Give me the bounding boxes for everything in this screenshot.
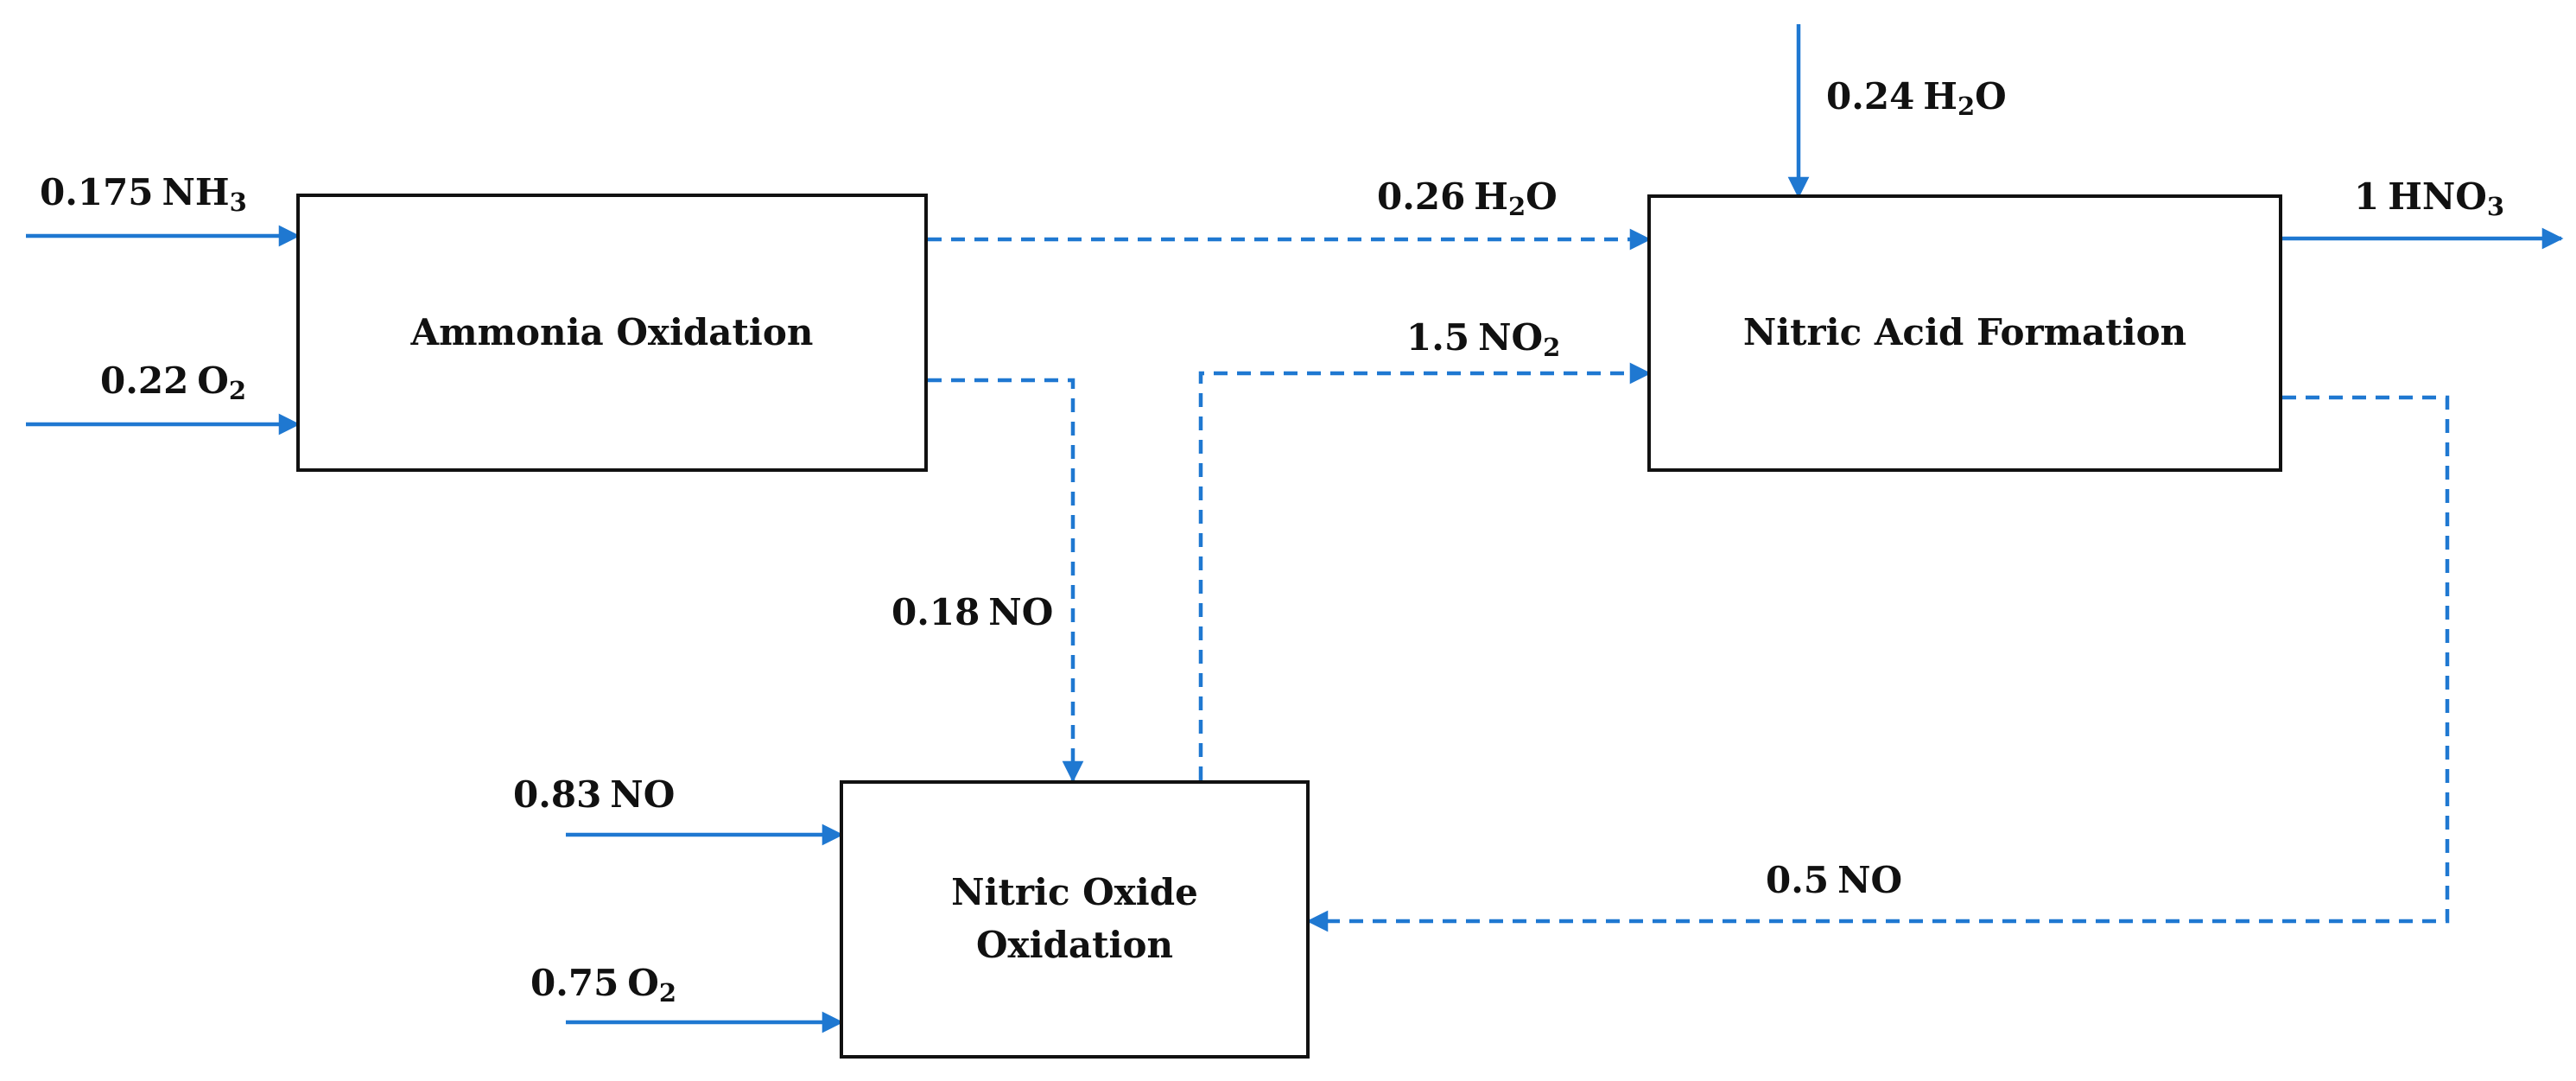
no-recycle-formula: NO xyxy=(1837,859,1903,901)
o2-feed-nitric-oxide-formula: O xyxy=(627,962,659,1004)
no2-internal-formula: NO xyxy=(1478,316,1544,359)
nitric-acid-formation-title: Nitric Acid Formation xyxy=(1742,311,2187,354)
h2o-feed-formula: H xyxy=(1923,75,1957,118)
no-internal-amount: 0.18 xyxy=(891,591,980,633)
ammonia-oxidation-title: Ammonia Oxidation xyxy=(410,310,814,353)
hno3-product-formula: HNO xyxy=(2388,175,2487,218)
nh3-feed-subscript: 3 xyxy=(229,188,247,217)
nh3-feed-amount: 0.175 xyxy=(40,171,154,213)
no-feed-formula: NO xyxy=(610,773,676,816)
no-feed-amount: 0.83 xyxy=(513,773,602,816)
nh3-feed-formula: NH xyxy=(162,171,230,213)
h2o-feed-suffix: O xyxy=(1975,75,2007,118)
h2o-internal-subscript: 2 xyxy=(1507,192,1526,221)
h2o-internal-amount: 0.26 xyxy=(1377,175,1466,218)
no-recycle-amount: 0.5 xyxy=(1766,859,1830,901)
no-internal-arrow xyxy=(928,378,1084,783)
nitric-oxide-oxidation-title: Nitric Oxide Oxidation xyxy=(951,867,1198,972)
no2-internal-amount: 1.5 xyxy=(1406,316,1470,359)
nitric-oxide-oxidation-title-line2: Oxidation xyxy=(975,924,1174,966)
hno3-product-subscript: 3 xyxy=(2486,192,2505,221)
h2o-feed-subscript: 2 xyxy=(1957,92,1976,121)
h2o-internal-suffix: O xyxy=(1526,175,1558,218)
o2-feed-nitric-oxide-subscript: 2 xyxy=(658,978,677,1008)
o2-feed-ammonia-formula: O xyxy=(197,359,229,402)
o2-feed-ammonia-amount: 0.22 xyxy=(100,359,189,402)
o2-feed-nitric-oxide-amount: 0.75 xyxy=(530,962,619,1004)
no-internal-formula: NO xyxy=(988,591,1054,633)
nitric-oxide-oxidation-title-line1: Nitric Oxide xyxy=(951,871,1198,914)
h2o-internal-formula: H xyxy=(1474,175,1508,218)
no2-internal-subscript: 2 xyxy=(1543,333,1561,362)
h2o-feed-amount: 0.24 xyxy=(1826,75,1915,118)
nitric-oxide-oxidation-block: Nitric Oxide Oxidation xyxy=(840,780,1310,1059)
nitric-acid-formation-block: Nitric Acid Formation xyxy=(1647,194,2282,472)
o2-feed-ammonia-subscript: 2 xyxy=(228,376,247,405)
no2-internal-arrow xyxy=(1198,362,1652,780)
no-recycle-arrow xyxy=(1306,395,2450,932)
hno3-product-amount: 1 xyxy=(2354,175,2380,218)
ammonia-oxidation-block: Ammonia Oxidation xyxy=(296,194,928,472)
